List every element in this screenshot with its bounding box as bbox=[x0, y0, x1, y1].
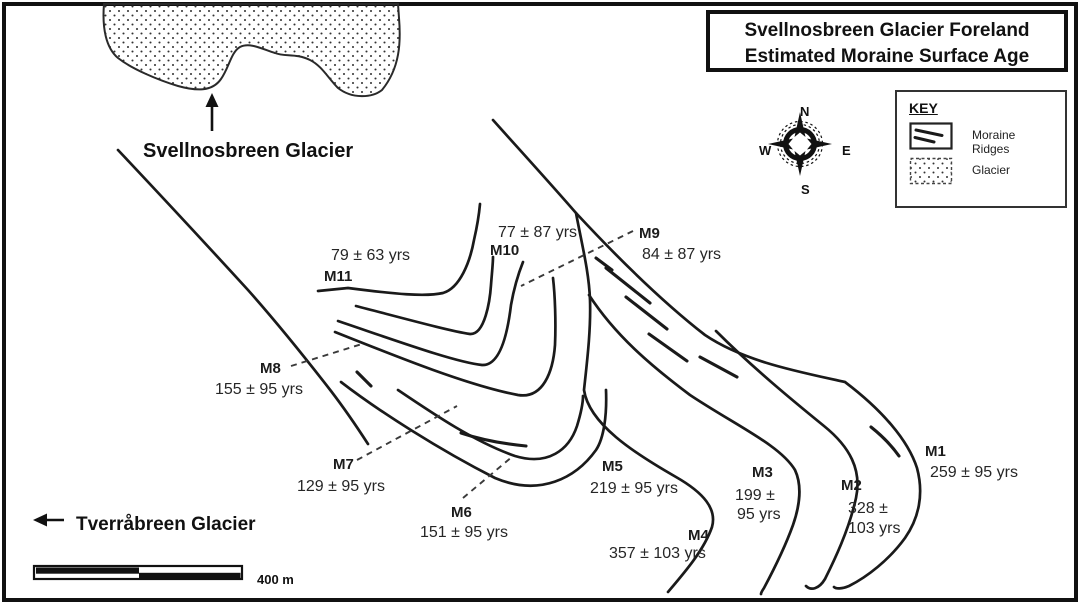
hook-d bbox=[333, 276, 557, 397]
moraine-m3-id: M3 bbox=[752, 464, 773, 481]
m7-leader bbox=[356, 405, 458, 461]
hook-c bbox=[336, 260, 525, 367]
moraine-m8-age: 155 ± 95 yrs bbox=[215, 381, 303, 398]
legend-label-moraine-ridges: Moraine Ridges bbox=[972, 128, 1016, 156]
west-boundary-line bbox=[116, 148, 370, 446]
moraine-m6-age: 151 ± 95 yrs bbox=[420, 524, 508, 541]
glacier-swatch-icon bbox=[909, 157, 953, 185]
legend-item-moraine-ridges: Moraine Ridges bbox=[909, 122, 1015, 156]
glacier-polygon bbox=[102, 3, 401, 98]
compass-e-label: E bbox=[842, 143, 851, 158]
moraine-m5-id: M5 bbox=[602, 458, 623, 475]
moraine-ridges-swatch-icon bbox=[909, 122, 953, 150]
m2-line bbox=[714, 329, 859, 590]
m6-hook bbox=[396, 388, 585, 461]
legend-box: KEY Moraine Ridges bbox=[895, 90, 1067, 208]
compass-s-label: S bbox=[801, 182, 810, 197]
moraine-m1-age: 259 ± 95 yrs bbox=[930, 464, 1018, 481]
moraine-m1-id: M1 bbox=[925, 443, 946, 460]
moraine-m6-id: M6 bbox=[451, 504, 472, 521]
map-title-line2: Estimated Moraine Surface Age bbox=[744, 46, 1030, 67]
moraine-m7-id: M7 bbox=[333, 456, 354, 473]
legend-label-glacier: Glacier bbox=[972, 163, 1011, 177]
m11-m10-hook bbox=[316, 202, 482, 297]
moraine-m2-age: 328 ± bbox=[848, 500, 888, 517]
moraine-m11-age: 79 ± 63 yrs bbox=[331, 247, 411, 264]
scale-bar bbox=[32, 564, 244, 581]
legend-item-glacier: Glacier bbox=[909, 157, 1010, 190]
moraine-ridge-hatches bbox=[355, 256, 901, 458]
central-boundary-m4-line bbox=[491, 118, 715, 594]
compass-w-label: W bbox=[759, 143, 772, 158]
moraine-m10-id: M10 bbox=[490, 242, 520, 259]
glacier-pointer-arrow bbox=[205, 93, 219, 131]
moraine-m9-age: 84 ± 87 yrs bbox=[642, 246, 722, 263]
moraine-lines bbox=[116, 118, 922, 596]
scale-bar-label: 400 m bbox=[257, 572, 294, 587]
moraine-m4-id: M4 bbox=[688, 527, 709, 544]
moraine-m11-id: M11 bbox=[324, 268, 353, 285]
map-title-line1: Svellnosbreen Glacier Foreland bbox=[744, 20, 1030, 41]
m5-hook bbox=[339, 380, 608, 487]
moraine-m4-age: 357 ± 103 yrs bbox=[609, 545, 706, 562]
moraine-m2-age2: 103 yrs bbox=[848, 520, 901, 537]
tverrabreen-pointer-arrow bbox=[33, 513, 64, 527]
map-title-box: Svellnosbreen Glacier Foreland Estimated… bbox=[706, 10, 1068, 72]
label-leader-lines bbox=[290, 230, 634, 499]
moraine-m2-id: M2 bbox=[841, 477, 862, 494]
east-boundary-m1-line bbox=[574, 211, 922, 590]
moraine-m8-id: M8 bbox=[260, 360, 281, 377]
m8-leader bbox=[290, 343, 363, 367]
moraine-m7-age: 129 ± 95 yrs bbox=[297, 478, 385, 495]
compass-n-label: N bbox=[800, 104, 810, 119]
compass-rose bbox=[768, 112, 832, 176]
moraine-m9-id: M9 bbox=[639, 225, 660, 242]
compass-darts bbox=[768, 112, 832, 176]
hook-b bbox=[354, 255, 495, 336]
m6-leader bbox=[462, 455, 514, 499]
moraine-m5-age: 219 ± 95 yrs bbox=[590, 480, 678, 497]
moraine-m3-age2: 95 yrs bbox=[737, 506, 781, 523]
moraine-m3-age: 199 ± bbox=[735, 487, 775, 504]
m3-line bbox=[587, 293, 801, 596]
moraine-m10-age: 77 ± 87 yrs bbox=[498, 224, 578, 241]
tverrabreen-glacier-label: Tverråbreen Glacier bbox=[76, 514, 256, 535]
legend-title: KEY bbox=[909, 100, 938, 116]
svellnosbreen-glacier-label: Svellnosbreen Glacier bbox=[143, 140, 354, 162]
m9-leader bbox=[520, 230, 634, 287]
